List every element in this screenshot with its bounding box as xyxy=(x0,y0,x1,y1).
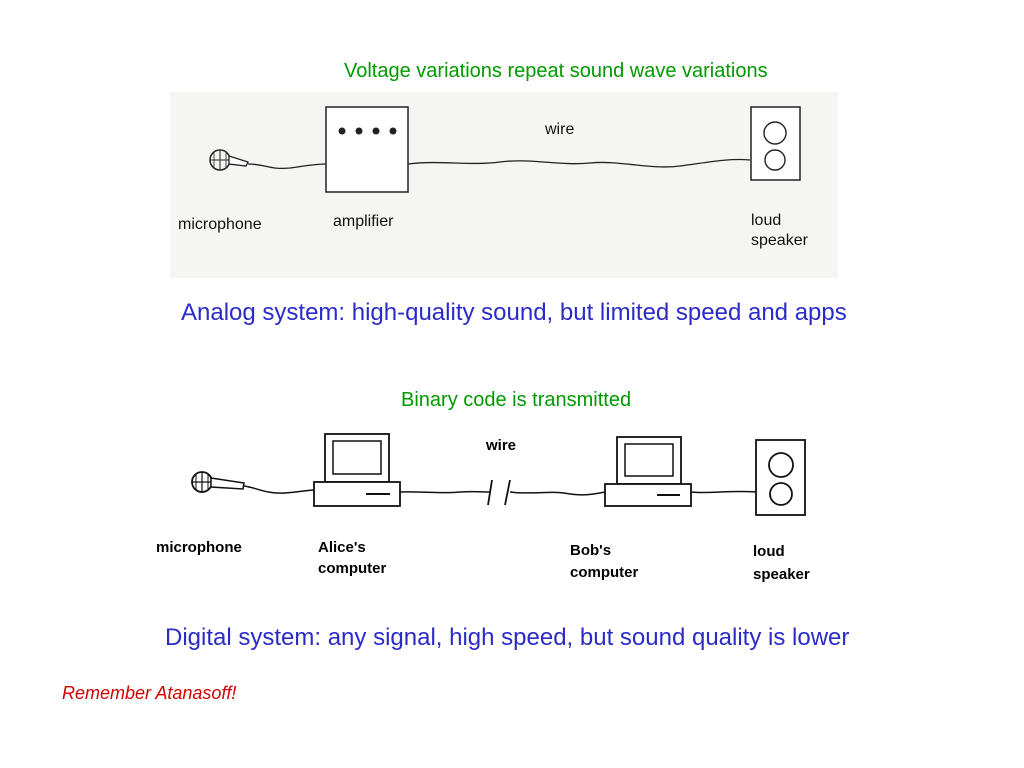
reminder-note: Remember Atanasoff! xyxy=(62,683,237,703)
alice-label-line1: Alice's xyxy=(318,539,366,556)
analog-speaker-icon xyxy=(750,106,801,181)
analog-microphone-icon xyxy=(209,149,249,171)
alice-computer-icon xyxy=(313,433,401,507)
bob-label-line1: Bob's xyxy=(570,542,611,559)
analog-summary: Analog system: high-quality sound, but l… xyxy=(181,299,847,326)
analog-microphone-label: microphone xyxy=(178,216,262,233)
scanned-background xyxy=(170,92,838,278)
amplifier-label: amplifier xyxy=(333,213,394,230)
digital-microphone-icon xyxy=(191,471,245,493)
wire-break-mark-right xyxy=(504,479,511,506)
analog-diagram: wire microphone amplifier loud speaker xyxy=(170,92,838,278)
bob-computer-icon xyxy=(604,436,692,507)
digital-wire-right xyxy=(509,491,606,496)
digital-speaker-cable xyxy=(690,490,757,494)
digital-wire-label: wire xyxy=(485,437,516,454)
digital-microphone-label: microphone xyxy=(156,539,242,556)
analog-wire xyxy=(407,158,751,168)
analog-speaker-label-line1: loud xyxy=(751,212,781,229)
digital-caption: Binary code is transmitted xyxy=(401,389,632,411)
digital-speaker-label-line2: speaker xyxy=(753,566,810,583)
digital-diagram: wire microphone Alice's computer Bob's c… xyxy=(156,433,810,583)
analog-mic-cable xyxy=(247,163,327,170)
digital-speaker-icon xyxy=(755,439,806,516)
bob-label-line2: computer xyxy=(570,564,639,581)
digital-summary: Digital system: any signal, high speed, … xyxy=(165,624,850,651)
digital-speaker-label-line1: loud xyxy=(753,543,785,560)
wire-break-mark-left xyxy=(487,479,493,506)
digital-wire-left xyxy=(399,490,491,494)
alice-label-line2: computer xyxy=(318,560,387,577)
analog-wire-label: wire xyxy=(544,121,574,138)
analog-speaker-label-line2: speaker xyxy=(751,232,809,249)
digital-mic-cable xyxy=(243,485,315,494)
analog-caption: Voltage variations repeat sound wave var… xyxy=(344,60,768,82)
amplifier-icon xyxy=(325,106,409,193)
